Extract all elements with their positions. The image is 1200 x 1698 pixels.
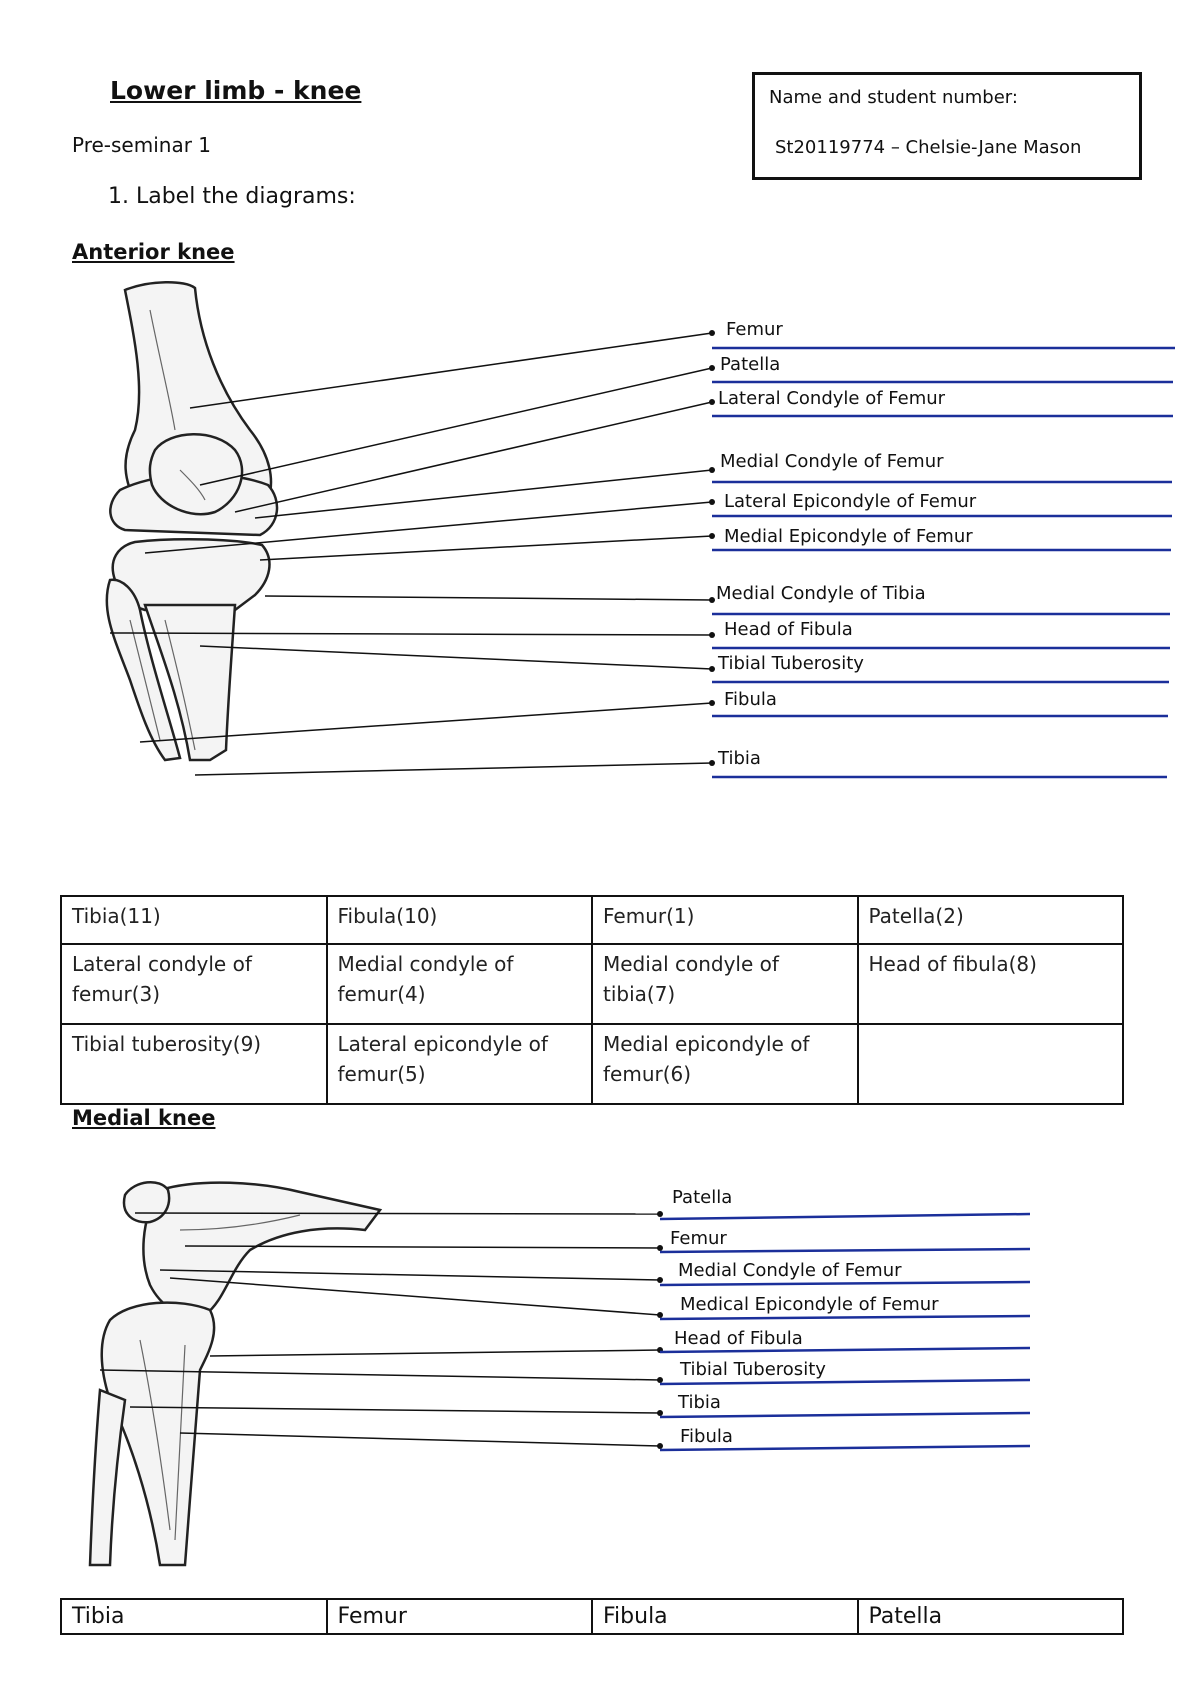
anterior-word-bank: Tibia(11) Fibula(10) Femur(1) Patella(2)… bbox=[60, 895, 1124, 1105]
medial-label-tibia: Tibia bbox=[677, 1392, 721, 1413]
word-bank-cell: Fibula(10) bbox=[325, 895, 593, 945]
anterior-label-patella: Patella bbox=[720, 354, 780, 375]
medial-label-head-fibula: Head of Fibula bbox=[674, 1328, 803, 1349]
word-bank-cell: Tibia bbox=[60, 1598, 328, 1635]
anterior-diagram: Femur Patella Lateral Condyle of Femur M… bbox=[105, 280, 1175, 779]
word-bank-cell: Medial condyle of femur(4) bbox=[325, 943, 593, 1025]
name-box-label: Name and student number: bbox=[769, 87, 1018, 108]
word-bank-cell: Medial epicondyle of femur(6) bbox=[591, 1023, 859, 1105]
medial-label-tibial-tuberosity: Tibial Tuberosity bbox=[679, 1359, 826, 1380]
anterior-label-femur: Femur bbox=[726, 319, 783, 340]
anterior-label-tibia: Tibia bbox=[717, 748, 761, 769]
anterior-label-medial-condyle-femur: Medial Condyle of Femur bbox=[720, 451, 944, 472]
anterior-label-medial-condyle-tibia: Medial Condyle of Tibia bbox=[716, 583, 926, 604]
word-bank-cell: Fibula bbox=[591, 1598, 859, 1635]
word-bank-cell: Tibial tuberosity(9) bbox=[60, 1023, 328, 1105]
word-bank-cell bbox=[856, 1023, 1124, 1105]
page-title: Lower limb - knee bbox=[110, 76, 362, 105]
word-bank-cell: Head of fibula(8) bbox=[856, 943, 1124, 1025]
anterior-label-head-fibula: Head of Fibula bbox=[724, 619, 853, 640]
anterior-label-fibula: Fibula bbox=[724, 689, 777, 710]
medial-knee-illustration bbox=[88, 1181, 383, 1567]
instruction: 1. Label the diagrams: bbox=[108, 184, 356, 209]
anterior-label-tibial-tuberosity: Tibial Tuberosity bbox=[717, 653, 864, 674]
word-bank-cell: Femur bbox=[325, 1598, 593, 1635]
anterior-label-lateral-condyle-femur: Lateral Condyle of Femur bbox=[718, 388, 946, 409]
medial-label-femur: Femur bbox=[670, 1228, 727, 1249]
name-box: Name and student number: St20119774 – Ch… bbox=[752, 72, 1142, 180]
word-bank-cell: Lateral epicondyle of femur(5) bbox=[325, 1023, 593, 1105]
word-bank-cell: Lateral condyle of femur(3) bbox=[60, 943, 328, 1025]
medial-word-bank: Tibia Femur Fibula Patella bbox=[60, 1598, 1124, 1635]
medial-heading: Medial knee bbox=[72, 1106, 216, 1130]
page-subtitle: Pre-seminar 1 bbox=[72, 133, 212, 157]
anterior-label-medial-epicondyle-femur: Medial Epicondyle of Femur bbox=[724, 526, 973, 547]
word-bank-cell: Patella bbox=[856, 1598, 1124, 1635]
word-bank-cell: Femur(1) bbox=[591, 895, 859, 945]
medial-label-medical-epicondyle-femur: Medical Epicondyle of Femur bbox=[680, 1294, 939, 1315]
name-box-value: St20119774 – Chelsie-Jane Mason bbox=[775, 137, 1082, 158]
medial-label-patella: Patella bbox=[672, 1187, 732, 1208]
medial-diagram: Patella Femur Medial Condyle of Femur Me… bbox=[88, 1181, 1031, 1567]
word-bank-cell: Medial condyle of tibia(7) bbox=[591, 943, 859, 1025]
word-bank-cell: Patella(2) bbox=[856, 895, 1124, 945]
anterior-heading: Anterior knee bbox=[72, 240, 235, 264]
anterior-label-lateral-epicondyle-femur: Lateral Epicondyle of Femur bbox=[724, 491, 977, 512]
word-bank-cell: Tibia(11) bbox=[60, 895, 328, 945]
anterior-knee-illustration bbox=[105, 280, 279, 762]
medial-label-fibula: Fibula bbox=[680, 1426, 733, 1447]
medial-label-medial-condyle-femur: Medial Condyle of Femur bbox=[678, 1260, 902, 1281]
